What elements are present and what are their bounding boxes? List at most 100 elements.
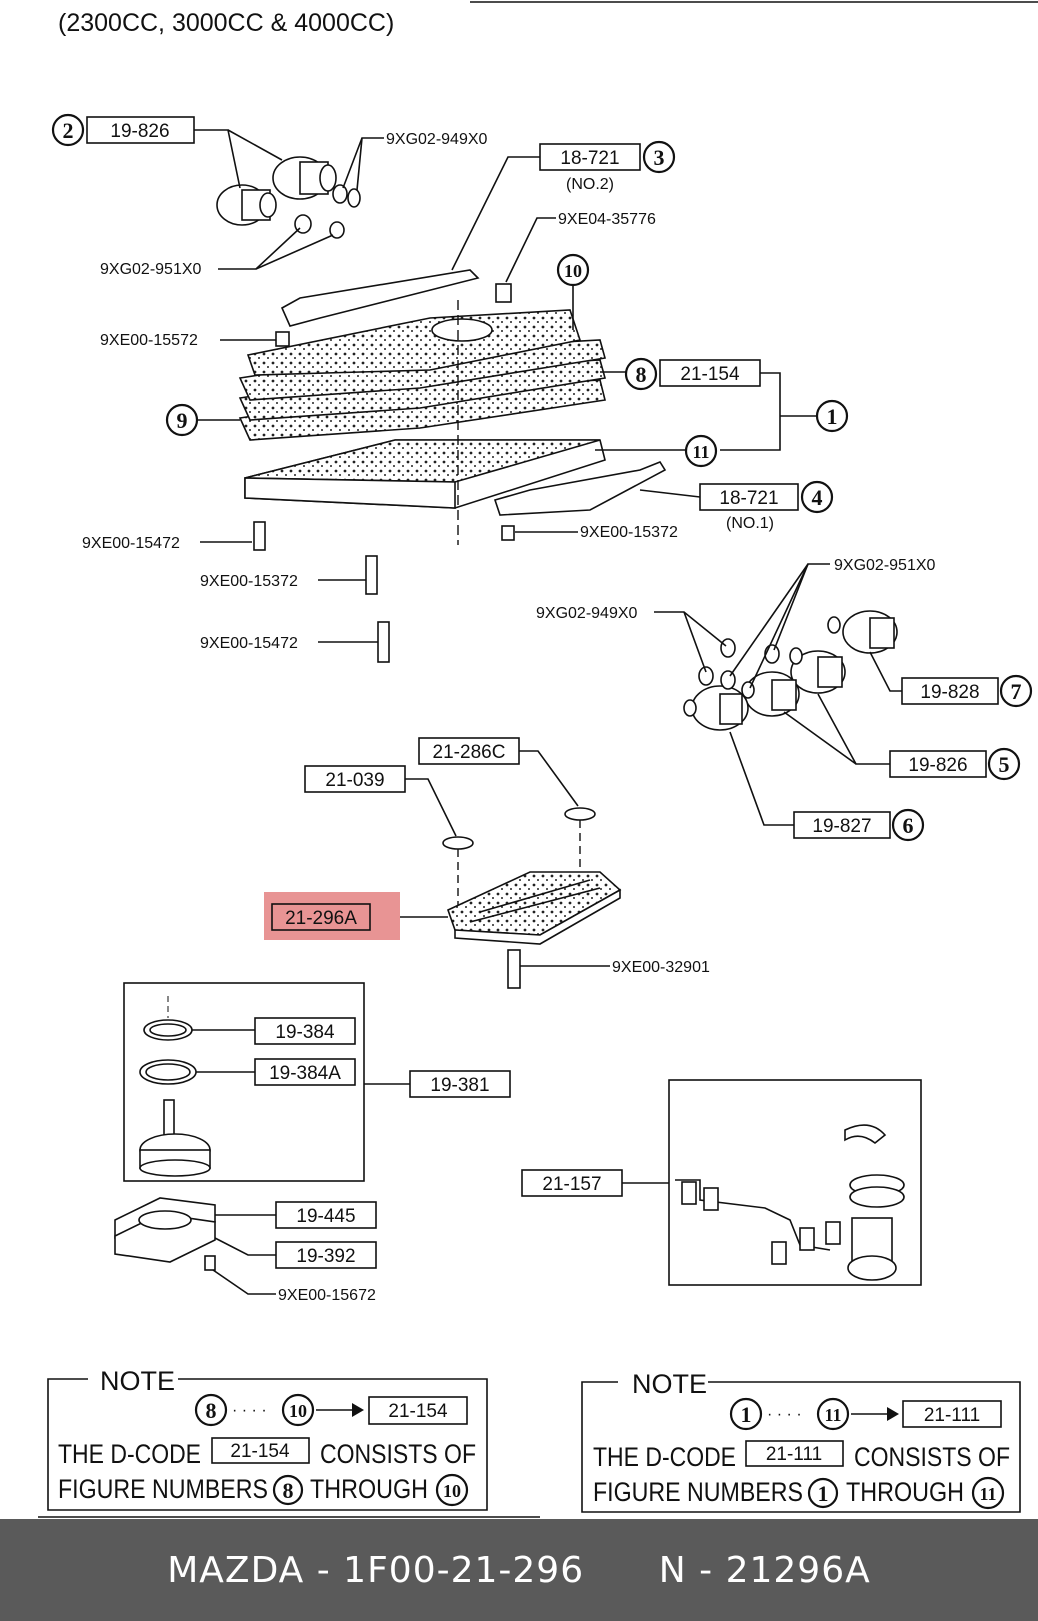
part-number-footer: MAZDA - 1F00-21-296 N - 21296A <box>0 1519 1038 1621</box>
figure-number-8 <box>194 1393 228 1427</box>
figure-number-7 <box>999 674 1033 708</box>
figure-number-3 <box>642 140 676 174</box>
callout-box-19-384 <box>254 1017 356 1045</box>
figure-number-text: 1 <box>818 1481 829 1506</box>
valve-body-stack <box>238 300 607 545</box>
callout-text: 9XG02-949X0 <box>536 605 638 622</box>
callout-text: 9XE00-15372 <box>200 573 298 590</box>
solenoid-group-right <box>683 610 898 731</box>
callout-text: 9XG02-949X0 <box>386 131 488 148</box>
callout-text: 19-828 <box>920 682 979 703</box>
callout-text: 19-392 <box>296 1246 355 1267</box>
callout-text: 9XE00-15472 <box>82 535 180 552</box>
figure-number-text: 3 <box>654 145 665 170</box>
callout-text: 19-384A <box>269 1063 341 1084</box>
note-line1-prefix: THE D-CODE <box>593 1442 736 1472</box>
figure-number-text: 8 <box>283 1478 294 1503</box>
note-dots: · · · · <box>232 1402 267 1419</box>
note-code-inline: 21-111 <box>766 1444 822 1465</box>
figure-number-11 <box>816 1397 850 1431</box>
figure-number-text: 7 <box>1011 679 1022 704</box>
note-code: 21-111 <box>924 1405 980 1426</box>
figure-number-text: 10 <box>289 1401 307 1421</box>
n-part-number: N - 21296A <box>658 1549 871 1591</box>
figure-number-text: 9 <box>177 408 188 433</box>
note-dots: · · · · <box>767 1406 802 1423</box>
callout-box-18-721-no1 <box>699 483 799 511</box>
accumulator-frame <box>123 982 365 1182</box>
figure-number-1 <box>729 1397 763 1431</box>
figure-number-10 <box>556 253 590 287</box>
footer-gap <box>584 1550 659 1591</box>
callout-box-19-826-top <box>86 116 195 144</box>
callout-text: 9XE04-35776 <box>558 211 656 228</box>
figure-number-8 <box>624 357 658 391</box>
note-title: NOTE <box>632 1369 707 1399</box>
bolt <box>377 621 390 663</box>
callout-text: 21-296A <box>285 908 357 929</box>
callout-sub: (NO.2) <box>566 176 614 193</box>
figure-number-text: 1 <box>827 404 838 429</box>
figure-number-2 <box>51 113 85 147</box>
note-line1-suffix: CONSISTS OF <box>854 1442 1010 1472</box>
callout-box-19-381 <box>409 1070 511 1098</box>
note-code-box <box>368 1396 468 1425</box>
callout-text: 9XE00-15672 <box>278 1287 376 1304</box>
callout-text: 9XG02-951X0 <box>834 557 936 574</box>
figure-number-11 <box>684 434 718 468</box>
figure-number-text: 5 <box>999 752 1010 777</box>
bolt <box>253 521 266 551</box>
callout-box-19-384A <box>254 1058 356 1086</box>
callout-text: 21-157 <box>542 1174 601 1195</box>
figure-number-text: 4 <box>812 485 823 510</box>
callout-text: 18-721 <box>719 488 778 509</box>
callout-box-19-828 <box>901 677 999 705</box>
callout-text: 9XE00-32901 <box>612 959 710 976</box>
note-code-inline-box <box>211 1437 310 1464</box>
figure-number-text: 10 <box>564 261 582 281</box>
solenoid-pair-top <box>216 156 361 239</box>
note-code-inline-box <box>745 1440 844 1467</box>
o-ring <box>442 836 474 850</box>
figure-number-6 <box>891 808 925 842</box>
bolt <box>495 283 512 303</box>
callout-sub: (NO.1) <box>726 515 774 532</box>
figure-number-text: 11 <box>979 1484 996 1504</box>
bolt <box>507 949 521 989</box>
bolt <box>275 331 290 347</box>
callout-text: 21-039 <box>325 770 384 791</box>
highlight-box <box>264 892 400 940</box>
note-line1-suffix: CONSISTS OF <box>320 1439 476 1469</box>
note-code-box <box>902 1400 1002 1428</box>
note-right: NOTE 1 · · · · 11 21-111 THE D-CODE 21-1… <box>581 1369 1021 1513</box>
note-line1-prefix: THE D-CODE <box>58 1439 201 1469</box>
figure-number-4 <box>800 480 834 514</box>
note-left: NOTE 8 · · · · 10 21-154 THE D-CODE 21-1… <box>47 1366 488 1511</box>
figure-number-1 <box>807 1477 839 1509</box>
callout-text: 19-381 <box>430 1075 489 1096</box>
callout-box-19-826-right <box>889 750 987 778</box>
callout-box-21-154 <box>659 359 761 387</box>
oil-strainer-21-296A <box>447 871 622 945</box>
harness-21-157 <box>675 1124 905 1281</box>
figure-number-8 <box>272 1474 304 1506</box>
figure-number-5 <box>987 747 1021 781</box>
figure-number-text: 10 <box>443 1481 461 1501</box>
bolt <box>501 525 515 541</box>
accumulator-parts <box>114 996 216 1271</box>
brand-part-number: MAZDA - 1F00-21-296 <box>167 1549 585 1591</box>
figure-number-text: 8 <box>206 1398 217 1423</box>
callout-box-18-721-no2 <box>539 143 641 171</box>
figure-number-text: 2 <box>63 118 74 143</box>
bolt <box>365 555 378 595</box>
figure-number-10 <box>281 1393 315 1427</box>
figure-number-text: 1 <box>741 1402 752 1427</box>
callout-text: 19-827 <box>812 816 871 837</box>
plate-18-721-no1 <box>493 461 667 516</box>
diagram-title: (2300CC, 3000CC & 4000CC) <box>58 9 394 37</box>
callout-text: 19-826 <box>908 755 967 776</box>
note-line2-prefix: FIGURE NUMBERS <box>593 1477 803 1507</box>
o-ring <box>564 807 596 821</box>
figure-number-text: 11 <box>824 1405 841 1425</box>
